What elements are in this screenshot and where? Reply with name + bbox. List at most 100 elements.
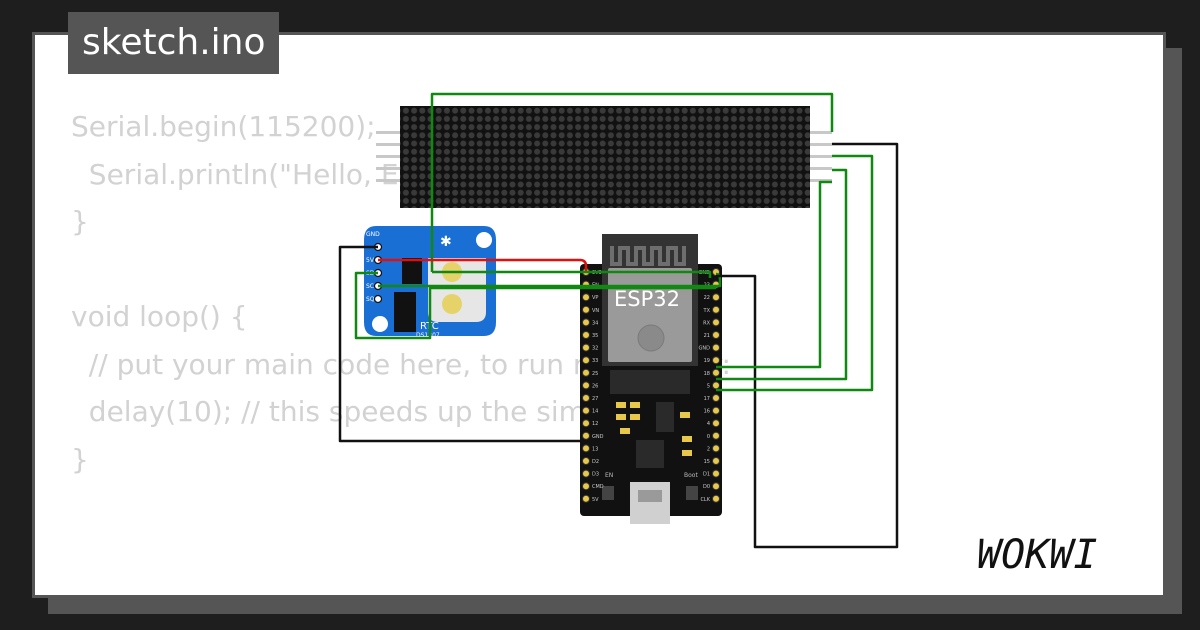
esp32-pin[interactable]: [712, 343, 720, 352]
esp32-pin[interactable]: [712, 431, 720, 440]
star-logo-icon: ✱: [440, 234, 452, 250]
esp32-pin-label: 2: [707, 446, 710, 452]
esp32-pin[interactable]: [582, 431, 590, 440]
esp32-pin-label: D2: [592, 459, 599, 465]
esp32-pin-label: 4: [707, 421, 710, 427]
rtc-chip: [402, 258, 422, 284]
code-line: }: [71, 205, 89, 238]
esp32-pin[interactable]: [712, 368, 720, 377]
rtc-module[interactable]: ✱ GND 5V SDA SCL SQW RTC DS1307: [364, 226, 496, 339]
esp32-pin[interactable]: [712, 394, 720, 402]
esp32-pin-label: 34: [592, 320, 598, 326]
esp32-pin-label: 19: [704, 358, 710, 364]
esp32-label: ESP32: [614, 287, 680, 311]
esp32-pin-label: 5V: [592, 497, 599, 503]
esp32-pin-label: 16: [704, 409, 710, 415]
code-line: Serial.begin(115200);: [71, 110, 376, 143]
esp32-pin[interactable]: [712, 331, 720, 339]
esp32-pin[interactable]: [582, 394, 590, 402]
esp32-pin-label: GND: [592, 434, 604, 440]
component-pads: [616, 402, 692, 456]
esp32-pin-label: D1: [703, 472, 710, 478]
esp32-pin-label: 26: [592, 383, 598, 389]
esp32-pin-label: 14: [592, 409, 598, 415]
esp32-pin-label: VN: [592, 308, 599, 314]
esp32-pin-label: 17: [704, 396, 710, 402]
wokwi-logo: WOKWI: [977, 532, 1097, 578]
svg-text:GND: GND: [366, 231, 380, 238]
file-tab[interactable]: sketch.ino: [68, 12, 280, 74]
code-line: }: [71, 442, 89, 476]
led-matrix[interactable]: [376, 106, 832, 208]
wire-green-3: [716, 154, 874, 392]
wires[interactable]: [338, 92, 899, 549]
wire-green-1: [430, 92, 834, 272]
esp32-pin[interactable]: [582, 331, 590, 339]
esp32-pin[interactable]: [712, 444, 720, 453]
wire-black-gnd: [716, 142, 899, 549]
esp32-pin[interactable]: [712, 457, 720, 465]
esp32-pin[interactable]: [582, 305, 590, 314]
esp32-pin[interactable]: [712, 318, 720, 327]
wire-green-5: [716, 180, 832, 369]
esp32-pin-label: RX: [703, 320, 710, 326]
boot-label: Boot: [684, 472, 698, 479]
wire-red-5v: [378, 258, 588, 272]
esp32-pin-label: 12: [592, 421, 598, 427]
esp32-pin-label: 18: [704, 371, 710, 377]
usb-port: [630, 482, 670, 524]
esp32-pin[interactable]: [712, 293, 720, 302]
en-button[interactable]: [602, 486, 614, 500]
esp32-pin[interactable]: [582, 457, 590, 465]
esp32-pin[interactable]: [712, 305, 720, 314]
esp32-pin-label: 32: [592, 346, 598, 352]
esp32-pin[interactable]: [712, 406, 720, 415]
esp32-board[interactable]: ESP32 EN Boot 3V3ENVPVN34353233252627141…: [580, 234, 722, 524]
wire-green-4: [716, 168, 848, 381]
esp32-pin[interactable]: [582, 469, 590, 478]
esp32-pin[interactable]: [712, 356, 720, 365]
esp32-pin[interactable]: [582, 368, 590, 377]
esp32-pin-label: 22: [704, 295, 710, 301]
esp32-pin-label: 35: [592, 333, 598, 339]
esp32-pin[interactable]: [582, 343, 590, 352]
esp32-pin[interactable]: [582, 419, 590, 428]
esp32-pin-label: D0: [703, 484, 710, 490]
esp32-pin-label: 25: [592, 371, 598, 377]
esp32-pin-label: 5: [707, 383, 710, 389]
esp32-pin-label: 15: [704, 459, 710, 465]
esp32-pin[interactable]: [582, 444, 590, 453]
esp32-pin[interactable]: [712, 419, 720, 428]
esp32-pin-label: 33: [592, 358, 598, 364]
esp32-pin-label: VP: [592, 295, 598, 301]
esp32-pin-label: TX: [703, 308, 711, 314]
esp32-pin[interactable]: [582, 381, 590, 390]
code-line: void loop() {: [71, 300, 248, 333]
esp32-pin[interactable]: [582, 406, 590, 415]
esp32-pin[interactable]: [582, 293, 590, 302]
wire-green-2: [432, 270, 712, 278]
esp32-pin[interactable]: [582, 356, 590, 365]
wire-black-gnd-rtc: [338, 245, 586, 443]
matrix-pins-right: [810, 131, 832, 182]
esp32-pin-label: GND: [699, 346, 711, 352]
esp32-pin[interactable]: [712, 469, 720, 478]
matrix-pins-left: [376, 131, 400, 182]
esp32-pin-label: CMD: [592, 484, 604, 490]
logo-text: WOKWI: [977, 532, 1097, 578]
esp32-pin[interactable]: [582, 482, 590, 491]
wire-green-sda: [354, 271, 716, 340]
boot-button[interactable]: [686, 486, 698, 500]
en-label: EN: [605, 472, 613, 479]
esp32-pin-label: D3: [592, 472, 599, 478]
esp32-pin[interactable]: [712, 381, 720, 390]
rtc-chip-label: DS1307: [416, 332, 440, 339]
esp32-pin[interactable]: [712, 494, 720, 503]
svg-text:SQW: SQW: [366, 296, 381, 303]
esp32-pin[interactable]: [582, 318, 590, 327]
esp32-pin[interactable]: [712, 482, 720, 491]
svg-text:5V: 5V: [366, 257, 375, 264]
esp32-pin-label: 27: [592, 396, 598, 402]
esp32-pin[interactable]: [582, 494, 590, 503]
